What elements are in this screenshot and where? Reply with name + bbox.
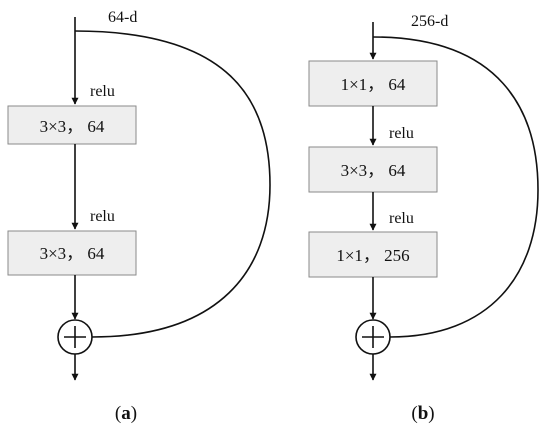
block-b-caption-letter: b [418, 403, 429, 424]
block-b-dim-label: 256-d [411, 13, 448, 30]
block-a-relu-2: relu [90, 208, 115, 225]
block-a-layer-1-box [7, 105, 137, 145]
block-a-caption-letter: a [121, 403, 131, 424]
block-a: 64-d relu 3×3， 64 relu 3×3， 64 (a) [7, 9, 271, 424]
block-b-layer-2-box [308, 146, 438, 193]
block-b-layer-3-label: 1×1， 256 [336, 246, 409, 265]
block-a-relu-1: relu [90, 83, 115, 100]
block-b-layer-3-box [308, 231, 438, 278]
block-b-layer-2-label: 3×3， 64 [341, 161, 406, 180]
block-a-caption-open: ( [115, 403, 121, 424]
block-a-layer-2-box [7, 230, 137, 276]
block-b-shortcut-connection [372, 36, 539, 338]
block-b-layer-1-label: 1×1， 64 [341, 75, 406, 94]
block-a-caption-close: ) [131, 403, 137, 424]
block-b-relu-1: relu [389, 125, 414, 142]
block-b: 256-d 1×1， 64 relu 3×3， 64 relu 1×1， 256… [308, 13, 539, 424]
block-b-caption: (b) [411, 403, 434, 424]
block-a-layer-2-label: 3×3， 64 [40, 244, 105, 263]
block-a-shortcut-connection [74, 30, 271, 338]
block-a-layer-1-label: 3×3， 64 [40, 117, 105, 136]
block-b-layer-1-box [308, 60, 438, 107]
block-a-dim-label: 64-d [108, 9, 137, 26]
block-b-caption-open: ( [411, 403, 417, 424]
block-b-relu-2: relu [389, 210, 414, 227]
block-b-caption-close: ) [428, 403, 434, 424]
block-a-caption: (a) [115, 403, 137, 424]
block-a-circle-plus-icon [57, 319, 93, 355]
block-b-circle-plus-icon [355, 319, 391, 355]
